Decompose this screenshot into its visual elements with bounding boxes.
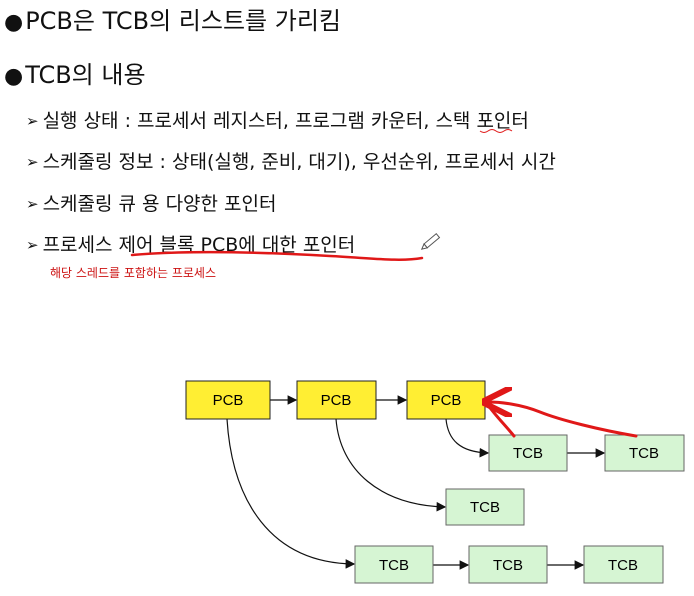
arrow-pcb3-tcb xyxy=(445,418,490,458)
tcb-box: TCB xyxy=(468,545,548,584)
tcb-label: TCB xyxy=(629,445,659,462)
pcb-box: PCB xyxy=(296,380,377,420)
arrow-bullet-icon: ➢ xyxy=(26,112,39,130)
tcb-label: TCB xyxy=(608,557,638,574)
tcb-label: TCB xyxy=(513,445,543,462)
tcb-box: TCB xyxy=(488,434,568,472)
arrow-bullet-icon: ➢ xyxy=(26,195,39,213)
bullet-dot: ● xyxy=(4,64,24,89)
handwritten-annotation: 해당 스레드를 포함하는 프로세스 xyxy=(50,266,217,280)
pcb-label: PCB xyxy=(321,392,352,409)
arrow-bullet-icon: ➢ xyxy=(26,153,39,171)
sub-item-text: 스케줄링 큐 용 다양한 포인터 xyxy=(42,193,277,215)
pcb-label: PCB xyxy=(213,392,244,409)
bullet-tcb-contents: ●TCB의 내용 xyxy=(4,60,146,92)
pcb-box: PCB xyxy=(185,380,271,420)
sub-item-text: 실행 상태 : 프로세서 레지스터, 프로그램 카운터, 스택 포인터 xyxy=(42,110,529,132)
red-ink-arrows xyxy=(486,402,638,438)
sub-item-text: 프로세스 제어 블록 PCB에 대한 포인터 xyxy=(42,234,356,256)
sub-item-pcb-pointer: ➢프로세스 제어 블록 PCB에 대한 포인터 xyxy=(26,232,355,259)
bullet-text: PCB은 TCB의 리스트를 가리킴 xyxy=(25,7,341,35)
connector-arrows xyxy=(226,395,606,570)
sub-item-text: 스케줄링 정보 : 상태(실행, 준비, 대기), 우선순위, 프로세서 시간 xyxy=(42,151,556,173)
tcb-label: TCB xyxy=(493,557,523,574)
red-squiggle-mark xyxy=(479,129,513,133)
sub-item-execution-state: ➢실행 상태 : 프로세서 레지스터, 프로그램 카운터, 스택 포인터 xyxy=(26,108,529,135)
red-arrow-tcb1-to-pcb xyxy=(486,403,516,438)
tcb-box: TCB xyxy=(604,434,685,472)
bullet-dot: ● xyxy=(4,10,24,35)
tcb-box: TCB xyxy=(445,488,525,526)
arrow-pcb1-tcb xyxy=(226,418,356,569)
bullet-pcb-points-tcb: ●PCB은 TCB의 리스트를 가리킴 xyxy=(4,6,341,38)
red-arrow-tcb2-to-pcb xyxy=(488,402,638,438)
tcb-label: TCB xyxy=(470,499,500,516)
sub-item-scheduling-info: ➢스케줄링 정보 : 상태(실행, 준비, 대기), 우선순위, 프로세서 시간 xyxy=(26,149,556,176)
tcb-box: TCB xyxy=(583,545,664,584)
pencil-icon xyxy=(420,233,441,250)
tcb-box: TCB xyxy=(354,545,434,584)
bullet-text: TCB의 내용 xyxy=(25,61,146,89)
pcb-box: PCB xyxy=(406,380,486,420)
arrow-bullet-icon: ➢ xyxy=(26,236,39,254)
sub-item-scheduling-queue: ➢스케줄링 큐 용 다양한 포인터 xyxy=(26,191,277,218)
red-underline-mark xyxy=(130,250,424,261)
pcb-label: PCB xyxy=(431,392,462,409)
tcb-label: TCB xyxy=(379,557,409,574)
arrow-pcb2-tcb xyxy=(335,418,447,512)
